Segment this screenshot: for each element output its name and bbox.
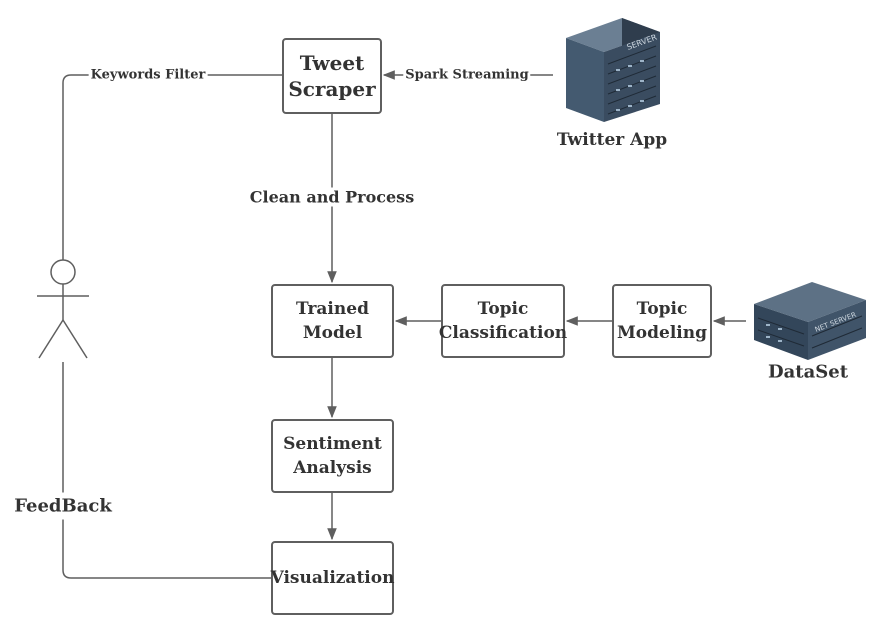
keywords-filter-label: Keywords Filter	[88, 67, 208, 83]
spark-streaming-label: Spark Streaming	[403, 67, 531, 83]
tweet-scraper-label: Tweet Scraper	[288, 51, 376, 101]
actor-head	[50, 259, 76, 285]
topic-modeling-node: Topic Modeling	[612, 284, 712, 358]
sentiment-analysis-node: Sentiment Analysis	[271, 419, 394, 493]
sentiment-analysis-label: Sentiment Analysis	[283, 434, 382, 478]
trained-model-label: Trained Model	[296, 299, 369, 343]
topic-classification-node: Topic Classification	[438, 284, 568, 358]
clean-and-process-label: Clean and Process	[247, 187, 417, 207]
topic-modeling-label: Topic Modeling	[616, 299, 708, 343]
keywords-filter-connector	[62, 74, 282, 260]
topic-classification-label: Topic Classification	[438, 299, 568, 343]
twitter-app-label: Twitter App	[556, 130, 668, 150]
actor-left-leg	[38, 319, 64, 359]
actor-right-leg	[62, 319, 88, 359]
trained-model-node: Trained Model	[271, 284, 394, 358]
server-rack-icon: SERVER	[566, 18, 660, 122]
feedback-label: FeedBack	[12, 492, 114, 520]
dataset-label: DataSet	[767, 361, 849, 383]
server-unit-icon: NET SERVER	[754, 282, 866, 360]
feedback-connector	[62, 362, 271, 579]
stick-figure-icon	[37, 259, 89, 359]
visualization-label: Visualization	[270, 568, 395, 588]
tweet-scraper-node: Tweet Scraper	[282, 38, 382, 114]
visualization-node: Visualization	[271, 541, 394, 615]
